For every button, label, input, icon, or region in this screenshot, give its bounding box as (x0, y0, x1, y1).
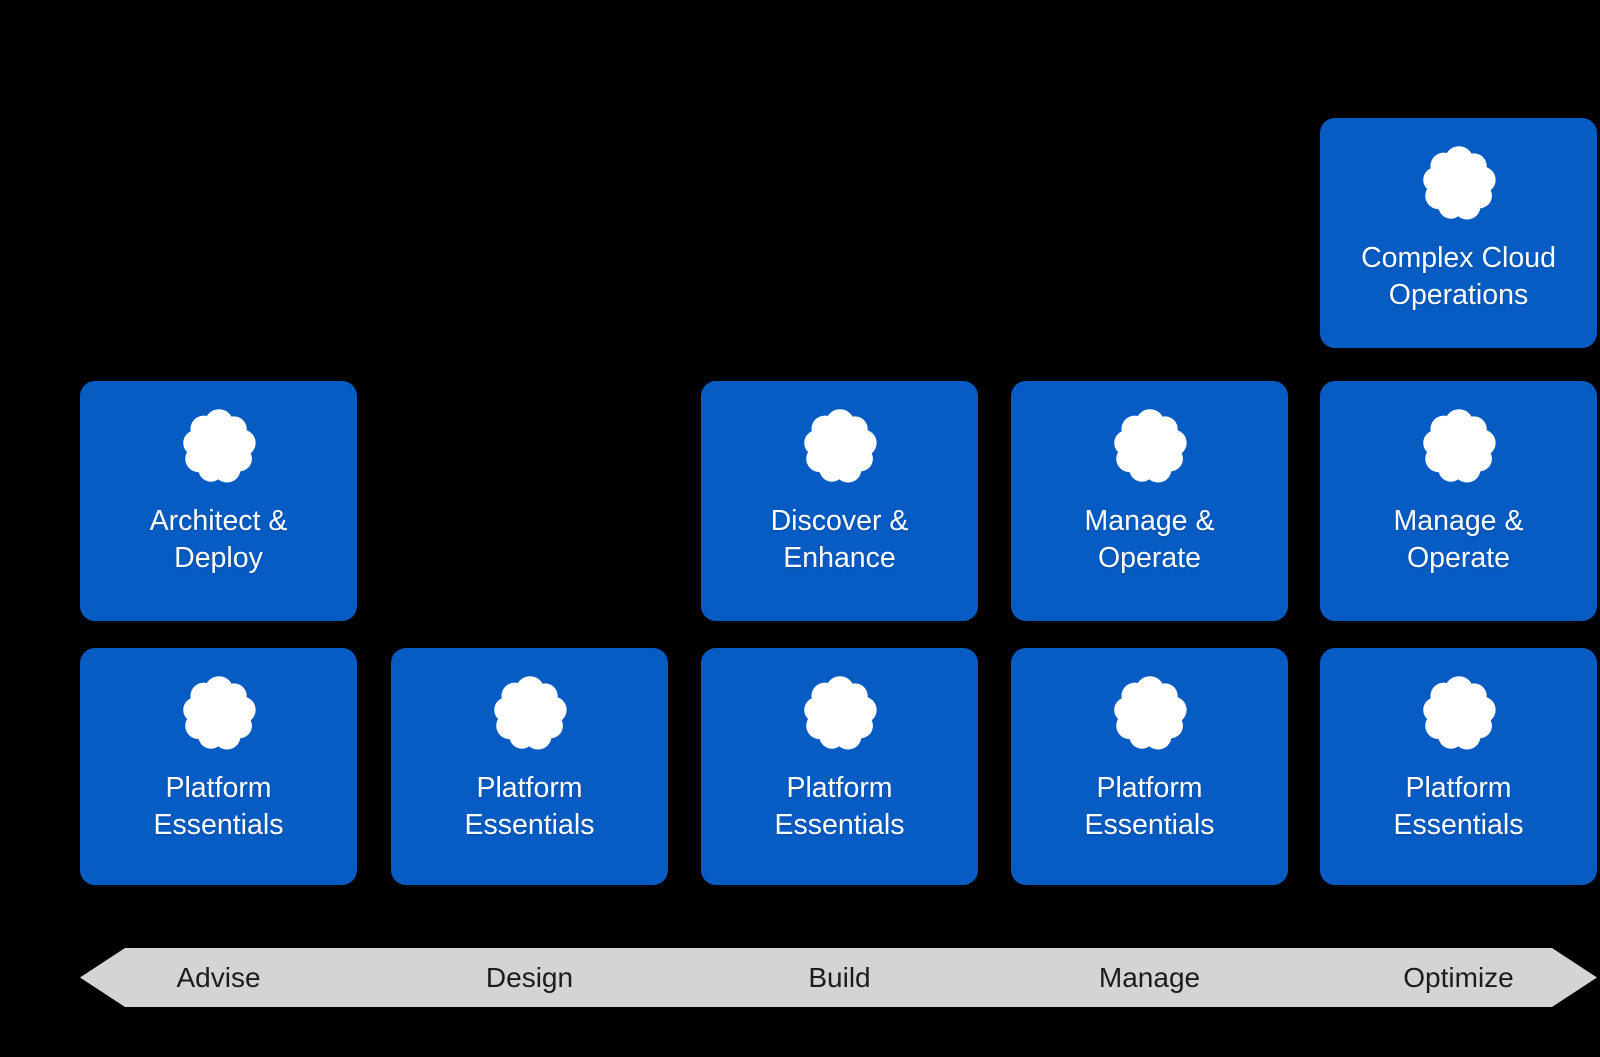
card-title: Complex Cloud Operations (1361, 242, 1556, 311)
cloud-icon (798, 672, 882, 756)
card-platform-essentials-design: Platform Essentials (391, 648, 668, 885)
phase-label-design: Design (485, 961, 574, 993)
card-architect-deploy: Architect & Deploy (80, 381, 357, 621)
card-discover-enhance: Discover & Enhance (701, 381, 978, 621)
card-platform-essentials-build: Platform Essentials (701, 648, 978, 885)
cloud-icon (488, 672, 572, 756)
cloud-icon (1417, 672, 1501, 756)
cloud-icon (1417, 142, 1501, 226)
cloud-icon (1417, 405, 1501, 489)
card-title: Platform Essentials (153, 772, 284, 841)
cloud-icon (1108, 672, 1192, 756)
phase-label-optimize: Optimize (1403, 961, 1514, 993)
card-platform-essentials-manage: Platform Essentials (1011, 648, 1288, 885)
cloud-icon (1108, 405, 1192, 489)
phase-label-advise: Advise (176, 961, 261, 993)
phase-label-build: Build (808, 961, 871, 993)
card-complex-cloud-operations: Complex Cloud Operations (1320, 118, 1597, 348)
card-title: Platform Essentials (774, 772, 905, 841)
cloud-icon (798, 405, 882, 489)
card-platform-essentials-optimize: Platform Essentials (1320, 648, 1597, 885)
card-title: Discover & Enhance (770, 505, 909, 574)
card-title: Platform Essentials (464, 772, 595, 841)
cloud-icon (177, 672, 261, 756)
phase-arrow-bar (80, 948, 1597, 1007)
card-platform-essentials-advise: Platform Essentials (80, 648, 357, 885)
card-title: Platform Essentials (1393, 772, 1524, 841)
cloud-icon (177, 405, 261, 489)
card-manage-operate-optimize: Manage & Operate (1320, 381, 1597, 621)
card-manage-operate-manage: Manage & Operate (1011, 381, 1288, 621)
card-title: Manage & Operate (1393, 505, 1524, 574)
phase-label-manage: Manage (1098, 961, 1201, 993)
card-title: Architect & Deploy (149, 505, 288, 574)
card-title: Manage & Operate (1084, 505, 1215, 574)
card-title: Platform Essentials (1084, 772, 1215, 841)
